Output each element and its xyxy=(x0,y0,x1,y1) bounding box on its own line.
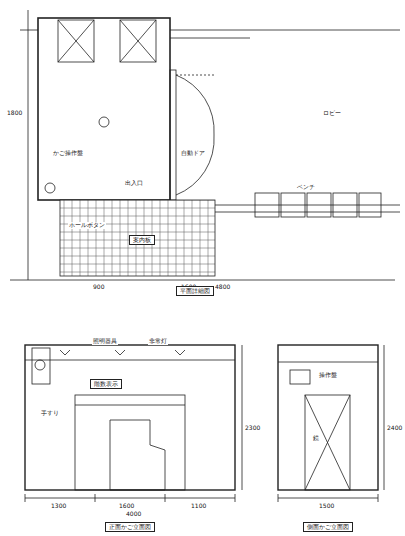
title-box: 平面詳細図 xyxy=(176,286,214,297)
drawing-label: ロビー xyxy=(322,110,342,117)
title-box: 側面かご立面図 xyxy=(303,522,353,533)
drawing-label: 1500 xyxy=(318,503,335,510)
drawing-label: ベンチ xyxy=(296,184,316,191)
title-box: 案内板 xyxy=(129,235,155,246)
box-text: 階数表示 xyxy=(94,381,118,388)
drawing-label: 900 xyxy=(92,284,105,291)
drawing-label: 1300 xyxy=(50,503,67,510)
box-text: 側面かご立面図 xyxy=(307,524,349,531)
drawing-label: 2400 xyxy=(386,425,403,432)
title-box: 階数表示 xyxy=(90,379,122,390)
drawing-label: 鏡 xyxy=(312,435,320,442)
drawing-label: 2300 xyxy=(244,425,261,432)
box-text: 案内板 xyxy=(133,237,151,244)
drawing-label: 操作盤 xyxy=(318,372,338,379)
drawing-label: 自動ドア xyxy=(180,150,206,157)
drawing-label: 照明器具 xyxy=(92,338,118,345)
drawing-label: 1600 xyxy=(118,503,135,510)
drawing-label: 手すり xyxy=(40,410,60,417)
drawing-label: 1100 xyxy=(190,503,207,510)
box-text: 正面かご立面図 xyxy=(109,524,151,531)
box-text: 平面詳細図 xyxy=(180,288,210,295)
drawing-label: かご操作盤 xyxy=(52,150,84,157)
drawing-label: 非常灯 xyxy=(148,338,168,345)
drawing-label: 1800 xyxy=(6,110,23,117)
drawing-label: 4000 xyxy=(125,511,142,518)
drawing-label: 4800 xyxy=(214,284,231,291)
title-box: 正面かご立面図 xyxy=(105,522,155,533)
drawing-label: ホールボタン xyxy=(68,222,106,229)
drawing-label: 出入口 xyxy=(124,180,144,187)
